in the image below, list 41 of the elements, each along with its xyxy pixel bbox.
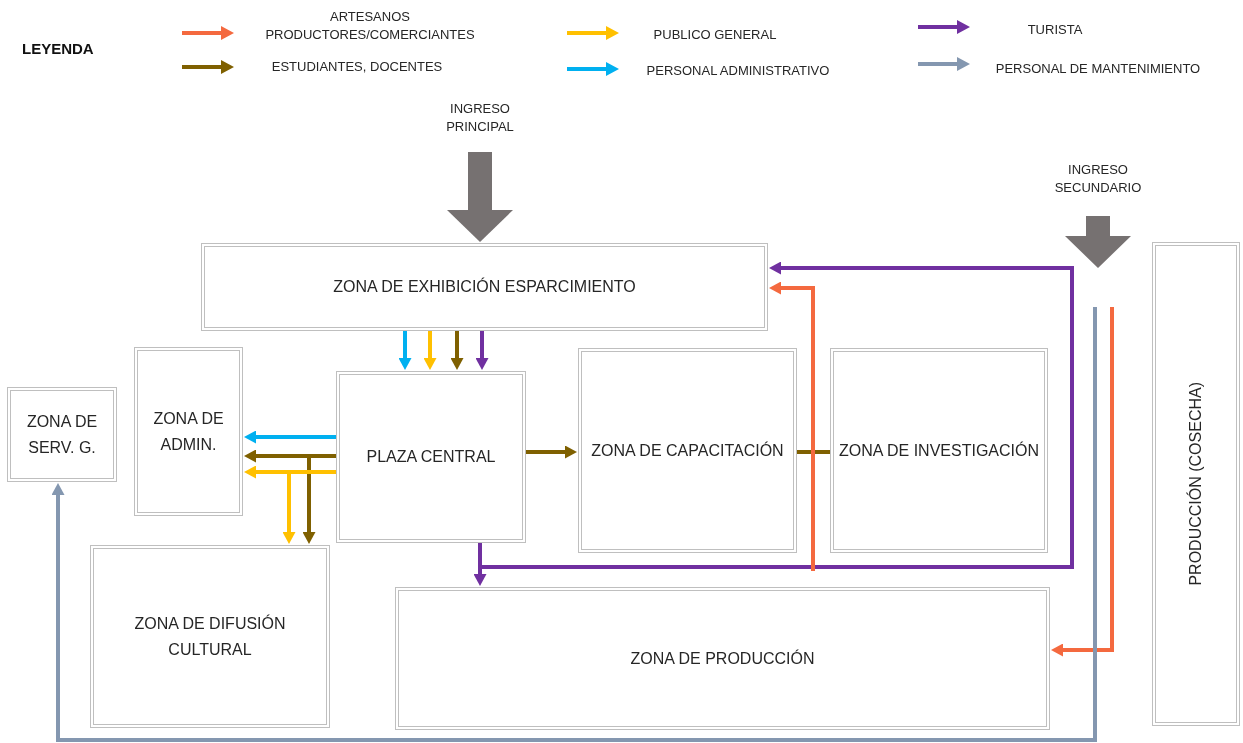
flow-arrow — [526, 445, 577, 459]
entrance-label: INGRESO PRINCIPAL — [420, 98, 540, 138]
zone-label: ZONA DE SERV. G. — [25, 411, 99, 458]
zone-label: ZONA DE CAPACITACIÓN — [590, 440, 785, 461]
zone-box — [395, 587, 1050, 730]
legend-label: PUBLICO GENERAL — [652, 26, 778, 44]
zone-box — [1152, 242, 1240, 726]
connector-line — [797, 450, 830, 454]
zone-box — [336, 371, 526, 543]
flow-arrow — [475, 331, 489, 370]
legend-label: TURISTA — [1026, 21, 1084, 39]
zone-box — [90, 545, 330, 728]
zone-label: ZONA DE PRODUCCIÓN — [629, 648, 816, 669]
legend-label: ESTUDIANTES, DOCENTES — [270, 58, 444, 76]
flow-arrow — [51, 307, 1097, 742]
flow-arrow — [450, 331, 464, 370]
flow-arrow — [282, 470, 336, 544]
zone-box — [201, 243, 768, 331]
flow-arrow — [478, 261, 1074, 569]
entrance-label: INGRESO SECUNDARIO — [1040, 160, 1156, 198]
zone-box — [830, 348, 1048, 553]
zone-label: ZONA DE ADMIN. — [152, 408, 225, 455]
flow-arrow — [769, 281, 815, 571]
zone-label: PRODUCCIÓN (COSECHA) — [1185, 381, 1205, 588]
legend-label: PERSONAL ADMINISTRATIVO — [645, 62, 831, 80]
legend-label: PERSONAL DE MANTENIMIENTO — [994, 60, 1202, 78]
flow-arrow — [423, 331, 437, 370]
zone-box — [578, 348, 797, 553]
flow-arrow — [398, 331, 412, 370]
flow-arrow — [1051, 307, 1114, 657]
legend-label: ARTESANOS PRODUCTORES/COMERCIANTES — [264, 8, 476, 44]
zone-box — [7, 387, 117, 482]
zone-box — [134, 347, 243, 516]
flow-arrow — [244, 430, 336, 444]
zone-label: ZONA DE INVESTIGACIÓN — [838, 440, 1040, 461]
flow-arrow — [302, 454, 336, 544]
entrance-arrow — [447, 152, 513, 242]
legend-title: LEYENDA — [22, 40, 94, 58]
zone-label: PLAZA CENTRAL — [365, 447, 497, 467]
zone-label: ZONA DE EXHIBICIÓN ESPARCIMIENTO — [332, 276, 637, 297]
zone-label: ZONA DE DIFUSIÓN CULTURAL — [133, 613, 287, 660]
